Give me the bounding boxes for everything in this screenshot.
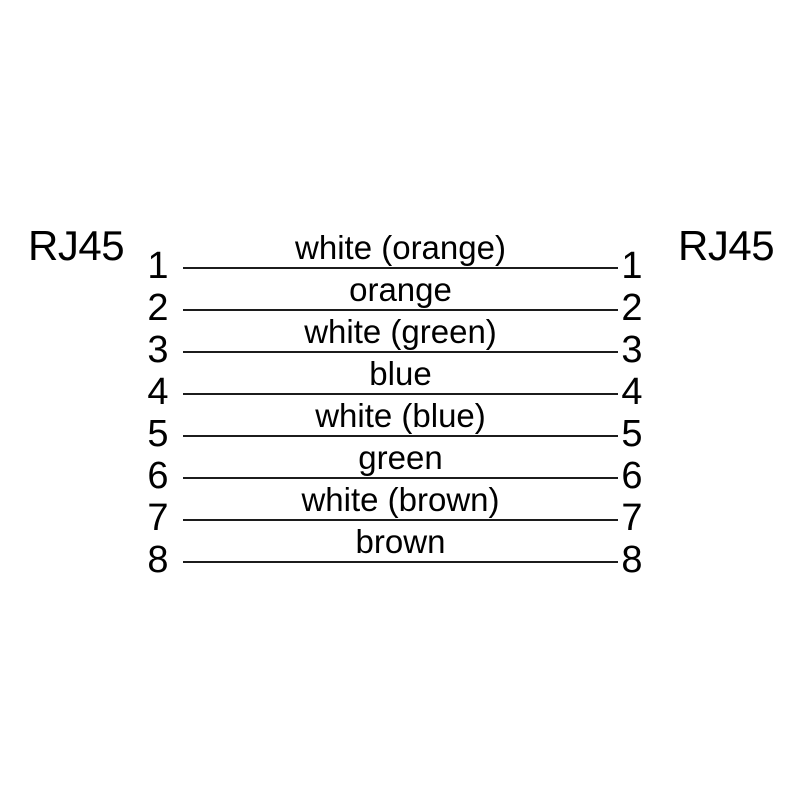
- wire-line: [183, 477, 618, 479]
- left-pin-number: 5: [147, 413, 169, 455]
- right-pin-number: 2: [621, 287, 643, 329]
- wire-row-1: 1 white (orange) 1: [0, 226, 800, 286]
- right-connector-label: RJ45: [678, 222, 775, 269]
- wire-row-4: 4 blue 4: [0, 352, 800, 412]
- left-pin-number: 8: [147, 539, 169, 581]
- wire-line: [183, 519, 618, 521]
- wire-line: [183, 561, 618, 563]
- wire-row-6: 6 green 6: [0, 436, 800, 496]
- left-pin-number: 7: [147, 497, 169, 539]
- right-pin-number: 6: [621, 455, 643, 497]
- right-pin-number: 8: [621, 539, 643, 581]
- wire-color-label: white (blue): [315, 397, 486, 434]
- wire-color-label: orange: [349, 271, 452, 308]
- wire-row-3: 3 white (green) 3: [0, 310, 800, 370]
- wire-color-label: white (green): [304, 313, 497, 350]
- wire-color-label: brown: [355, 523, 446, 560]
- wire-line: [183, 309, 618, 311]
- wire-row-7: 7 white (brown) 7: [0, 478, 800, 538]
- wire-row-2: 2 orange 2: [0, 268, 800, 328]
- left-pin-number: 6: [147, 455, 169, 497]
- wire-row-5: 5 white (blue) 5: [0, 394, 800, 454]
- wire-color-label: blue: [369, 355, 432, 392]
- wire-line: [183, 435, 618, 437]
- left-pin-number: 1: [147, 245, 169, 287]
- right-pin-number: 7: [621, 497, 643, 539]
- left-pin-number: 4: [147, 371, 169, 413]
- wire-line: [183, 393, 618, 395]
- right-pin-number: 3: [621, 329, 643, 371]
- right-pin-number: 1: [621, 245, 643, 287]
- wire-color-label: white (brown): [301, 481, 500, 518]
- right-pin-number: 5: [621, 413, 643, 455]
- wire-color-label: green: [358, 439, 443, 476]
- wire-line: [183, 351, 618, 353]
- wire-row-8: 8 brown 8: [0, 520, 800, 580]
- wire-line: [183, 267, 618, 269]
- left-connector-label: RJ45: [28, 222, 125, 269]
- left-pin-number: 3: [147, 329, 169, 371]
- right-pin-number: 4: [621, 371, 643, 413]
- wire-color-label: white (orange): [295, 229, 506, 266]
- left-pin-number: 2: [147, 287, 169, 329]
